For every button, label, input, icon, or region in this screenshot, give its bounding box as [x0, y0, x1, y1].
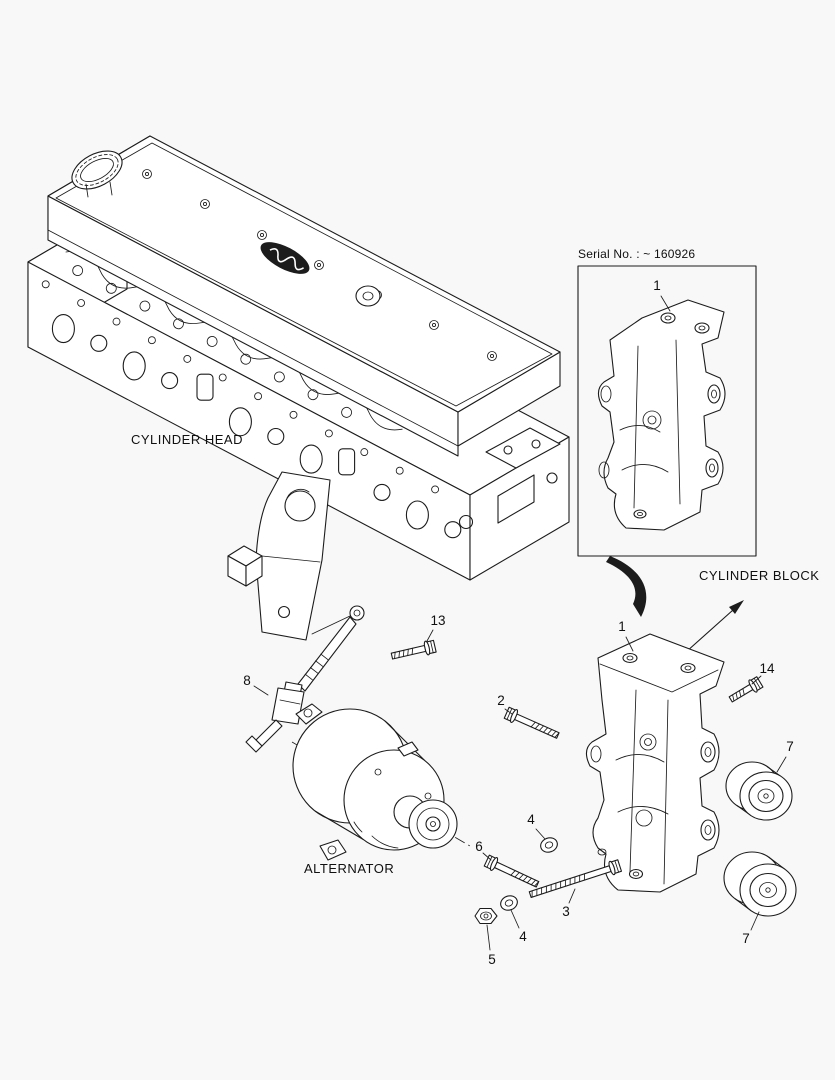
leader-line-1: [625, 636, 634, 652]
callout-7: 7: [742, 930, 750, 946]
alternator-lugs: [295, 703, 419, 861]
label-cylinder-block: CYLINDER BLOCK: [699, 568, 820, 583]
leader-line-4: [510, 909, 520, 929]
leader-line-1: [660, 295, 671, 312]
bolt-6: [483, 853, 542, 892]
leader-line-8: [253, 685, 269, 696]
bolt-2: [503, 705, 562, 743]
callout-1: 1: [653, 277, 661, 293]
callout-14: 14: [759, 660, 775, 676]
callout-5: 5: [488, 951, 496, 967]
head-ports: [51, 314, 462, 539]
washer-4-lower: [500, 895, 518, 911]
alternator: [291, 703, 471, 861]
callout-2: 2: [497, 692, 505, 708]
adjusting-link: [245, 605, 365, 753]
leader-line-13: [426, 629, 434, 642]
leader-line-6: [482, 852, 492, 861]
callout-6: 6: [475, 838, 483, 854]
callout-7: 7: [786, 738, 794, 754]
bolt-14: [726, 675, 765, 706]
idler-pulley-upper: [725, 761, 793, 821]
callout-4: 4: [519, 928, 527, 944]
callout-3: 3: [562, 903, 570, 919]
bracket-part-inset: [597, 299, 726, 531]
bracket-part-main: [585, 633, 725, 893]
label-alternator: ALTERNATOR: [304, 861, 395, 876]
callout-8: 8: [243, 672, 251, 688]
alternator-pulley: [408, 799, 458, 849]
serial-range-box: [577, 265, 757, 557]
mounting-plate: [227, 471, 351, 641]
inset-pointer-arrow: [606, 556, 647, 617]
leader-line-3: [568, 888, 576, 904]
leader-lines: [253, 295, 787, 951]
idler-pulley-lower: [723, 851, 797, 917]
oil-filler-cap: [71, 150, 123, 190]
leader-line-7: [776, 756, 787, 773]
label-cylinder-head: CYLINDER HEAD: [131, 432, 243, 447]
head-right-end-details: [458, 427, 561, 530]
callout-1: 1: [618, 618, 626, 634]
serial-range-inset: [577, 265, 757, 557]
cylinder-block-arrow: [685, 600, 744, 653]
head-bolt-holes: [41, 280, 440, 494]
leader-line-7: [750, 911, 760, 931]
brand-logo-badge: [260, 242, 310, 274]
callout-4: 4: [527, 811, 535, 827]
callout-13: 13: [430, 612, 446, 628]
breather-cap: [355, 285, 381, 307]
leader-line-4: [535, 828, 546, 840]
leader-line-5: [486, 924, 491, 951]
washer-4-upper: [540, 837, 558, 853]
valve-cover: [47, 135, 561, 457]
nut-5: [474, 907, 498, 925]
spacer-block: [227, 545, 263, 587]
bolt-13: [389, 638, 437, 664]
leader-line-2: [504, 708, 513, 715]
label-serial-number: Serial No. : ~ 160926: [578, 247, 696, 261]
leader-line-14: [751, 675, 762, 685]
